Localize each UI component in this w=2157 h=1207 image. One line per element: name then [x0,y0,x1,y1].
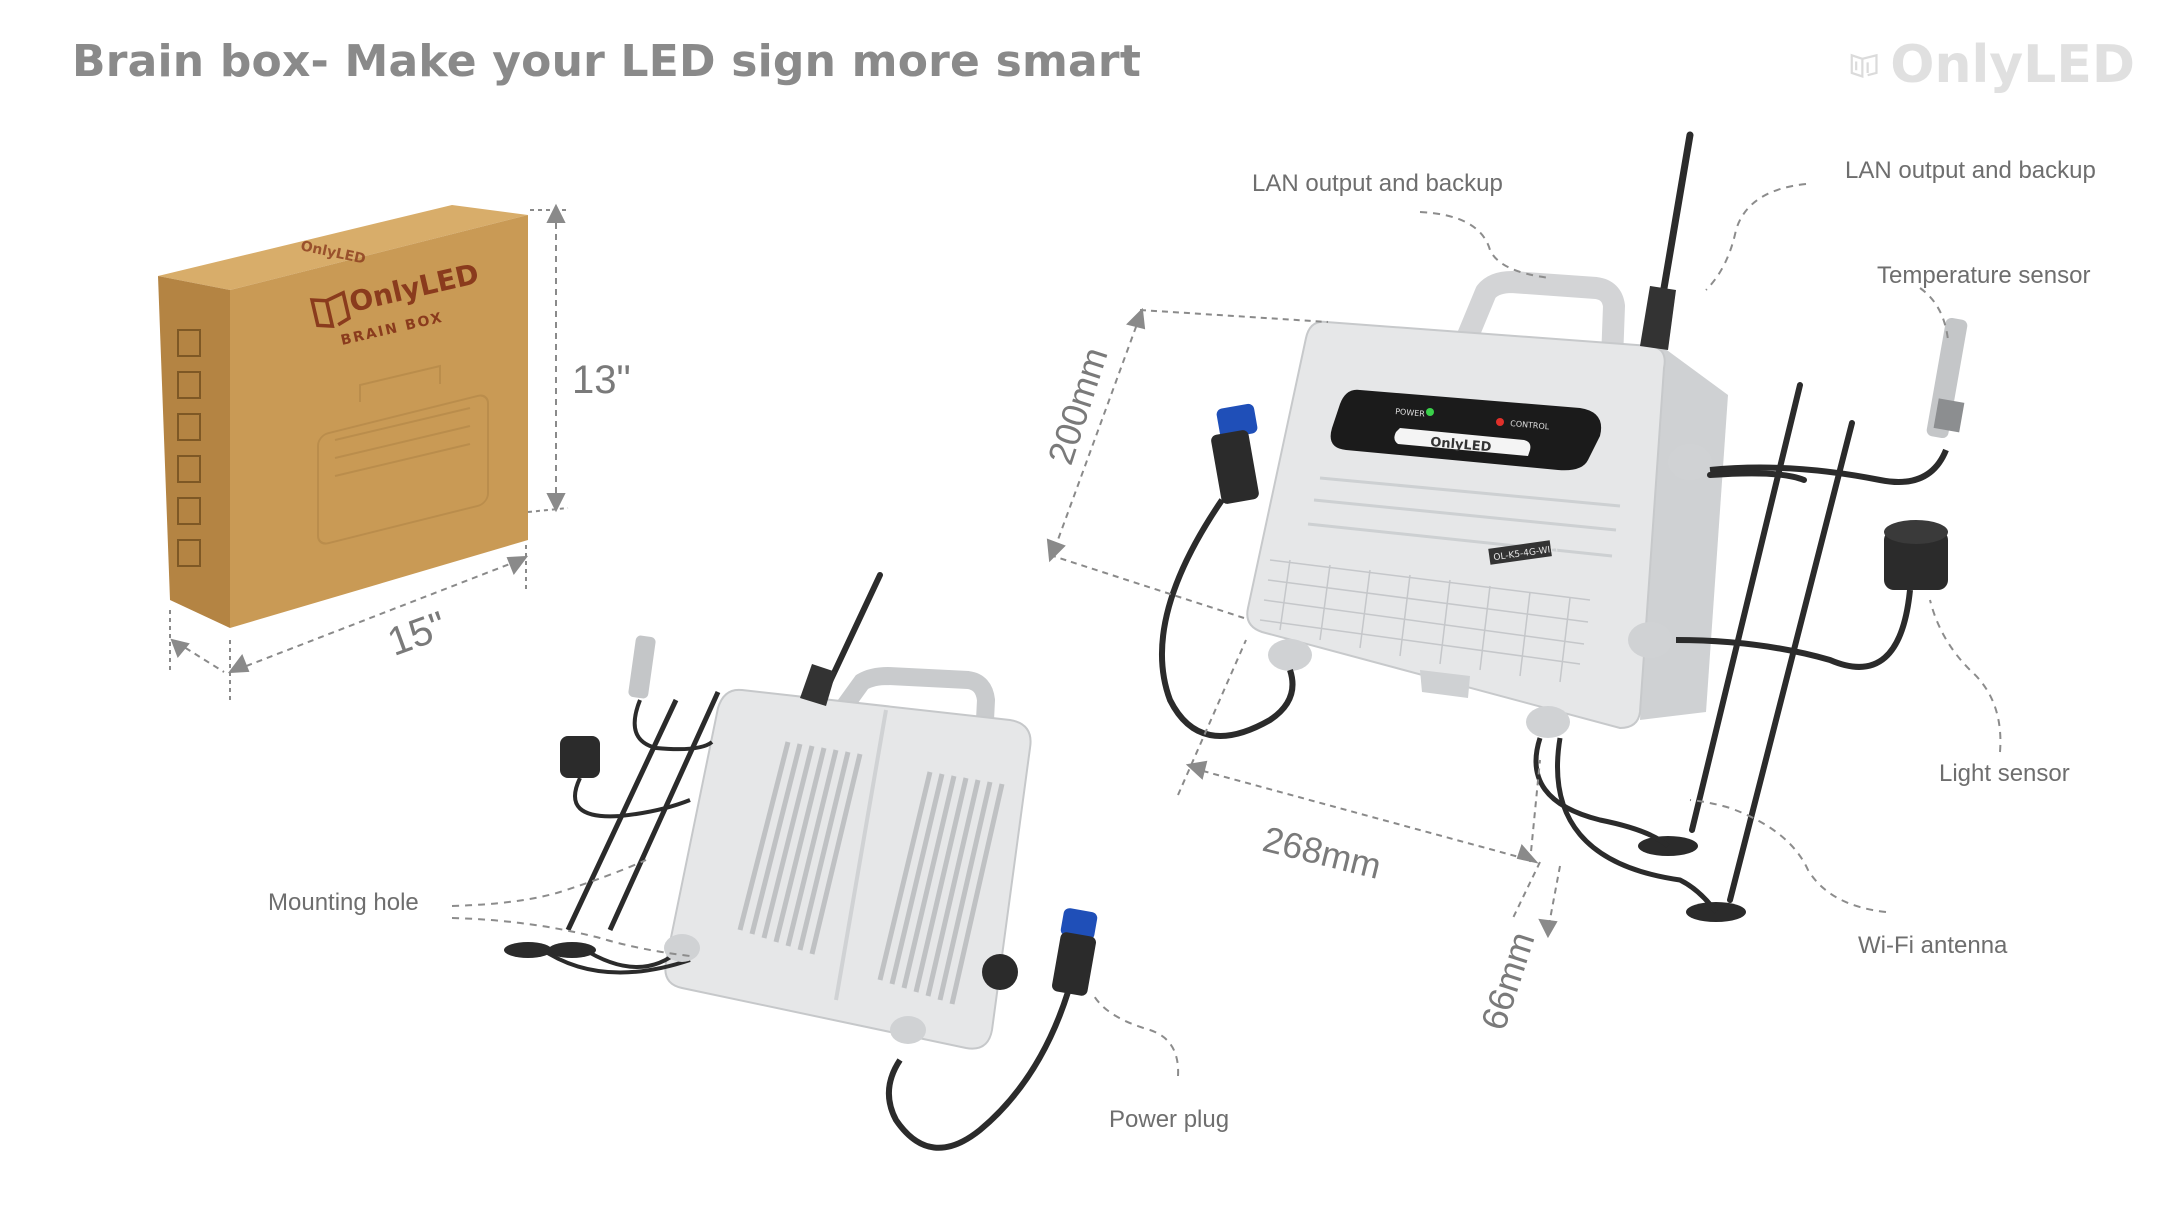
brand-logo: OnlyLED [1850,34,2135,96]
leader-temperature [1919,287,1949,341]
leader-lan-right [1705,183,1807,291]
leader-lan-left [1419,211,1551,279]
front-device-dimension-lines [1046,307,1561,939]
callout-lan-right: LAN output and backup [1845,157,2096,184]
back-device [504,572,1098,1151]
callout-temperature: Temperature sensor [1877,262,2091,289]
callout-lan-left: LAN output and backup [1252,170,1503,197]
brand-logo-icon [1850,53,1878,79]
leader-mounting-2 [451,917,691,957]
control-indicator-label: CONTROL [1510,419,1550,431]
package-dimension-lines [169,203,569,700]
front-device-brand: OnlyLED [1430,435,1492,455]
control-indicator-led [1496,418,1504,426]
power-indicator-led [1426,408,1434,416]
package-height-label: 13" [572,358,631,402]
leader-light [1929,599,2002,753]
callout-light: Light sensor [1939,760,2070,787]
leader-wifi [1689,799,1887,913]
power-indicator-label: POWER [1395,407,1426,419]
front-device: POWER CONTROL OnlyLED OL-K5-4G-WIFI [1158,131,1968,922]
leader-mounting-1 [451,859,647,907]
page-title: Brain box- Make your LED sign more smart [72,36,1142,87]
leader-power [1093,995,1180,1077]
callout-power: Power plug [1109,1106,1230,1133]
callout-mounting: Mounting hole [268,889,419,916]
brand-logo-text: OnlyLED [1890,35,2135,95]
package-box: OnlyLED BRAIN BOX OnlyLED [158,205,528,628]
callout-wifi: Wi-Fi antenna [1858,932,2008,959]
